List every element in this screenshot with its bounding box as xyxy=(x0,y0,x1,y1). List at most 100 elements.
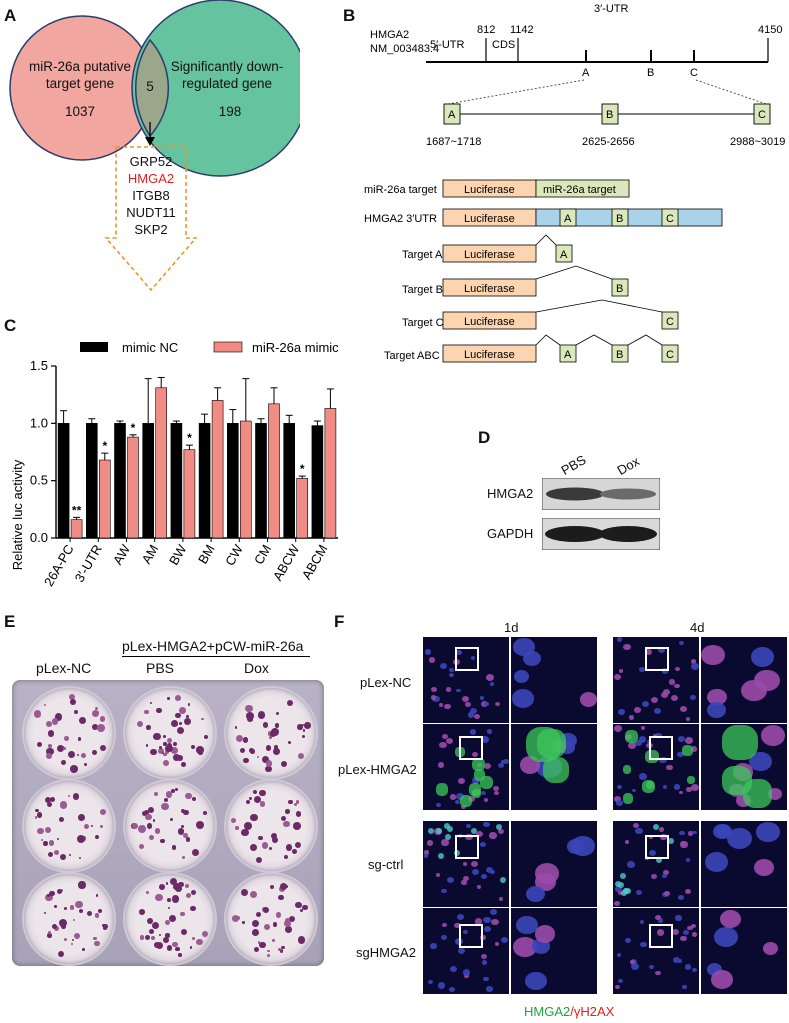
venn-overlap-count: 5 xyxy=(146,79,154,94)
colony-dot xyxy=(50,796,56,802)
if-nucleus xyxy=(661,692,669,699)
svg-text:HMGA2 3′UTR: HMGA2 3′UTR xyxy=(364,213,437,225)
svg-text:miR-26a target: miR-26a target xyxy=(364,184,437,196)
bar-mimic-nc xyxy=(283,423,296,539)
if-nucleus xyxy=(613,900,620,906)
if-nucleus xyxy=(655,915,661,921)
colony-dot xyxy=(248,797,252,801)
if-hmga2-signal xyxy=(645,750,659,764)
colony-dot xyxy=(43,841,48,846)
svg-text:C: C xyxy=(666,316,674,328)
if-nucleus xyxy=(684,889,691,895)
if-nucleus xyxy=(427,980,433,985)
if-nucleus xyxy=(719,909,741,928)
colony-dot xyxy=(63,747,67,751)
colony-dot xyxy=(252,928,260,936)
colony-dot xyxy=(285,925,293,933)
if-legend: HMGA2/γH2AX xyxy=(524,1004,614,1019)
colony-dot xyxy=(200,717,204,721)
if-hmga2-signal xyxy=(622,887,629,894)
if-nucleus xyxy=(662,688,671,695)
colony-dot xyxy=(166,945,173,952)
colony-dot xyxy=(77,754,80,757)
significance-marker: * xyxy=(187,431,192,445)
if-nucleus xyxy=(525,885,546,903)
if-nucleus xyxy=(690,663,699,671)
colony-dot xyxy=(242,921,245,924)
colony-dot xyxy=(163,760,170,767)
colony-dot xyxy=(147,806,155,814)
svg-text:B: B xyxy=(616,349,623,361)
gene-map-accession: NM_003483.4 xyxy=(370,43,439,55)
colony-dot xyxy=(283,854,288,859)
colony-dot xyxy=(243,822,252,831)
colony-dot xyxy=(261,841,269,849)
if-nucleus xyxy=(438,702,444,707)
site-box-a-label: A xyxy=(448,109,456,121)
colony-dot xyxy=(262,906,269,913)
if-nucleus xyxy=(497,828,504,835)
x-tick-label: 26A-PC xyxy=(41,542,77,589)
if-hmga2-signal xyxy=(443,822,450,829)
colony-dot xyxy=(145,813,152,820)
x-tick-label: BM xyxy=(195,542,218,566)
colony-dot xyxy=(47,730,55,737)
site-box-c-label: C xyxy=(758,109,766,121)
if-hmga2-signal xyxy=(471,828,478,835)
colony-dot xyxy=(180,912,185,917)
colony-dot xyxy=(57,837,60,840)
if-nucleus xyxy=(489,870,495,875)
colony-dot xyxy=(280,949,284,953)
gene-map-gene-name: HMGA2 xyxy=(370,29,409,41)
colony-well xyxy=(226,688,316,778)
colony-dot xyxy=(60,745,64,750)
venn-left-label: miR-26a putative target gene xyxy=(28,59,132,91)
colony-dot xyxy=(271,837,278,844)
if-nucleus xyxy=(618,669,624,673)
if-hmga2-signal xyxy=(435,827,442,834)
colony-dot xyxy=(145,744,149,748)
if-nucleus xyxy=(678,640,684,646)
venn-diagram xyxy=(9,0,300,292)
if-nucleus xyxy=(691,830,697,835)
colony-dot xyxy=(58,919,67,928)
colony-dot xyxy=(43,703,47,706)
colony-dot xyxy=(35,808,40,813)
colony-plate xyxy=(12,680,324,966)
colony-dot xyxy=(266,954,270,958)
bar-mimic-nc xyxy=(57,423,70,539)
if-time-4d: 4d xyxy=(690,620,705,635)
if-nucleus xyxy=(613,673,621,680)
if-nucleus xyxy=(462,695,470,702)
if-nucleus xyxy=(571,836,595,857)
if-nucleus xyxy=(615,985,621,990)
if-nucleus xyxy=(768,787,783,800)
colony-dot xyxy=(150,748,157,756)
if-nucleus xyxy=(498,762,505,768)
colony-dot xyxy=(191,937,195,941)
bar-mir26a-mimic xyxy=(211,400,224,539)
colony-dot xyxy=(165,882,169,885)
if-nucleus xyxy=(489,682,495,686)
colony-dot xyxy=(81,948,85,951)
colony-dot xyxy=(253,947,259,953)
colony-dot xyxy=(97,908,103,913)
if-nucleus xyxy=(618,709,626,715)
if-nucleus xyxy=(426,840,434,846)
colony-dot xyxy=(283,919,291,927)
colony-dot xyxy=(166,791,173,798)
colony-dot xyxy=(131,822,139,829)
bar-mimic-nc xyxy=(114,423,126,539)
colony-dot xyxy=(150,935,155,941)
if-nucleus xyxy=(441,734,448,740)
if-nucleus xyxy=(617,890,623,895)
if-nucleus xyxy=(671,929,679,935)
colony-dot xyxy=(172,742,177,747)
bar-mir26a-mimic xyxy=(240,420,252,539)
if-overview-tile xyxy=(612,820,700,908)
significance-marker: ** xyxy=(72,503,82,517)
colony-dot xyxy=(181,761,187,767)
colony-well xyxy=(24,874,114,964)
if-hmga2-signal xyxy=(473,769,486,781)
if-nucleus xyxy=(685,736,694,744)
